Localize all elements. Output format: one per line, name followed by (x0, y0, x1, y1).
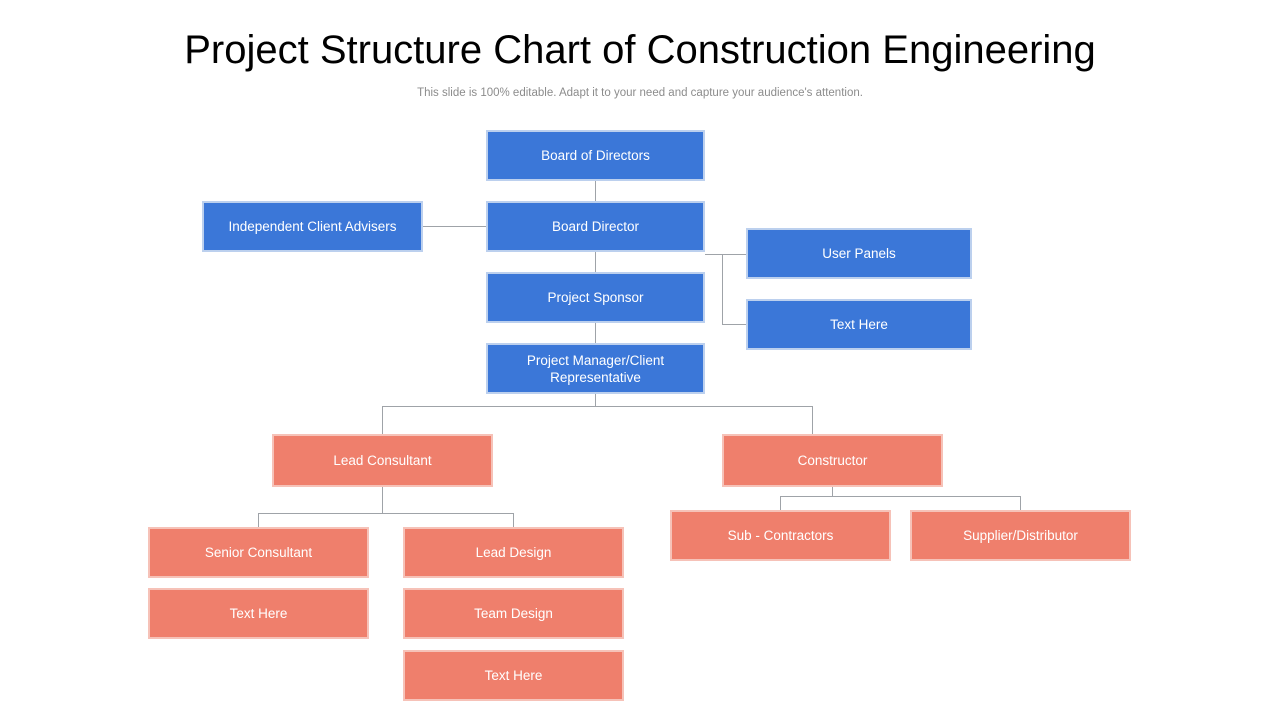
connector-bod-to-board-director (595, 181, 596, 201)
node-label: Team Design (474, 606, 553, 621)
connector-board-director-to-advisers (423, 226, 486, 227)
connector-constructor-crossbar (780, 496, 1021, 497)
node-team-design[interactable]: Team Design (403, 588, 624, 639)
node-label: Sub - Contractors (727, 528, 834, 543)
node-label: Constructor (797, 453, 868, 468)
connector-trunk-to-text-here-right (722, 324, 746, 325)
node-text-here-right[interactable]: Text Here (746, 299, 972, 350)
connector-sponsor-to-project-manager (595, 323, 596, 343)
node-label: Text Here (830, 317, 888, 332)
node-label: Text Here (229, 606, 288, 621)
connector-lead-consultant-down (382, 487, 383, 513)
node-label: Board Director (551, 219, 640, 234)
node-label: Lead Design (475, 545, 552, 560)
connector-lead-consultant-crossbar (258, 513, 514, 514)
node-text-here-bottom[interactable]: Text Here (403, 650, 624, 701)
connector-board-director-to-sponsor (595, 252, 596, 272)
page-title: Project Structure Chart of Construction … (184, 28, 1096, 72)
node-lead-consultant[interactable]: Lead Consultant (272, 434, 493, 487)
node-project-manager-client-representative[interactable]: Project Manager/Client Representative (486, 343, 705, 394)
connector-right-trunk-vertical (722, 254, 723, 325)
node-board-director[interactable]: Board Director (486, 201, 705, 252)
node-label: User Panels (822, 246, 896, 261)
connector-to-supplier-distributor (1020, 496, 1021, 510)
connector-constructor-down (832, 487, 833, 496)
node-supplier-distributor[interactable]: Supplier/Distributor (910, 510, 1131, 561)
connector-to-senior-consultant (258, 513, 259, 527)
connector-sponsor-to-right-trunk (705, 254, 723, 255)
node-label: Board of Directors (541, 148, 650, 163)
slide-subtitle: This slide is 100% editable. Adapt it to… (417, 87, 863, 99)
node-label: Project Manager/Client Representative (526, 352, 665, 385)
node-project-sponsor[interactable]: Project Sponsor (486, 272, 705, 323)
node-label: Lead Consultant (333, 453, 432, 468)
node-label: Text Here (484, 668, 543, 683)
node-board-of-directors[interactable]: Board of Directors (486, 130, 705, 181)
node-user-panels[interactable]: User Panels (746, 228, 972, 279)
connector-to-lead-design (513, 513, 514, 527)
node-senior-consultant[interactable]: Senior Consultant (148, 527, 369, 578)
node-label: Independent Client Advisers (228, 219, 397, 234)
node-independent-client-advisers[interactable]: Independent Client Advisers (202, 201, 423, 252)
connector-pm-crossbar (382, 406, 813, 407)
connector-trunk-to-user-panels (722, 254, 746, 255)
node-text-here-left[interactable]: Text Here (148, 588, 369, 639)
node-lead-design[interactable]: Lead Design (403, 527, 624, 578)
node-constructor[interactable]: Constructor (722, 434, 943, 487)
connector-to-sub-contractors (780, 496, 781, 510)
node-sub-contractors[interactable]: Sub - Contractors (670, 510, 891, 561)
connector-crossbar-to-lead-consultant (382, 406, 383, 434)
node-label: Senior Consultant (204, 545, 313, 560)
connector-crossbar-to-constructor (812, 406, 813, 434)
node-label: Project Sponsor (547, 290, 644, 305)
node-label: Supplier/Distributor (963, 528, 1078, 543)
connector-pm-down (595, 394, 596, 406)
